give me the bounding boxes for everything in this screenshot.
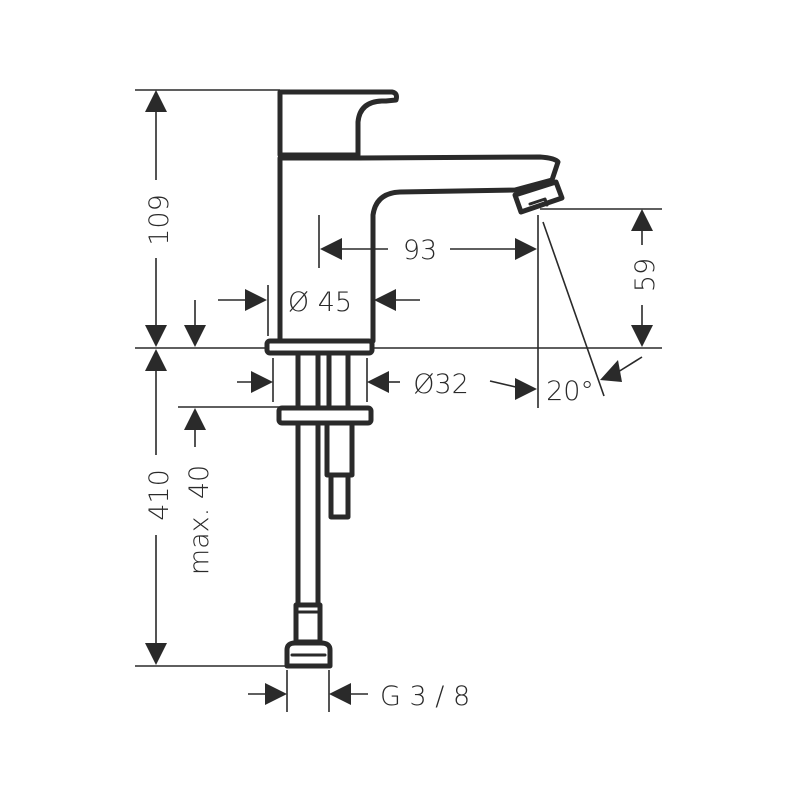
dimension-410: 410 [144,349,175,665]
aerator [512,179,565,215]
hose-nut [284,640,333,669]
threaded-stud [324,420,355,520]
countertop-marker [184,300,206,347]
mounting-plate [276,405,374,426]
dim-label-g38: G 3 / 8 [380,681,470,712]
dimension-thread-g38: G 3 / 8 [248,681,470,712]
angle-reference-line [542,221,605,397]
lever-handle [277,89,399,158]
dimension-59: 59 [630,209,661,347]
aerator-slot [528,197,549,207]
dim-label-93: 93 [403,235,437,266]
dim-label-diameter-45: Ø 45 [288,287,352,318]
dim-label-angle-20: 20° [546,376,594,407]
dimension-angle-20: 20° [546,356,643,407]
dimension-max-40: max. 40 [184,408,215,575]
dimension-93: 93 [320,235,537,266]
dim-label-59: 59 [630,258,661,292]
extension-lines [135,89,662,712]
dim-label-109: 109 [144,194,175,246]
faucet-outline [264,89,565,669]
dimension-109: 109 [144,90,175,347]
faucet-body [277,154,561,344]
dim-label-max-40: max. 40 [184,465,215,575]
dim-label-410: 410 [144,469,175,521]
dimension-diameter-45: Ø 45 [218,287,420,318]
dimension-diameter-32: Ø32 [237,369,537,400]
dim-label-diameter-32: Ø32 [413,369,469,400]
